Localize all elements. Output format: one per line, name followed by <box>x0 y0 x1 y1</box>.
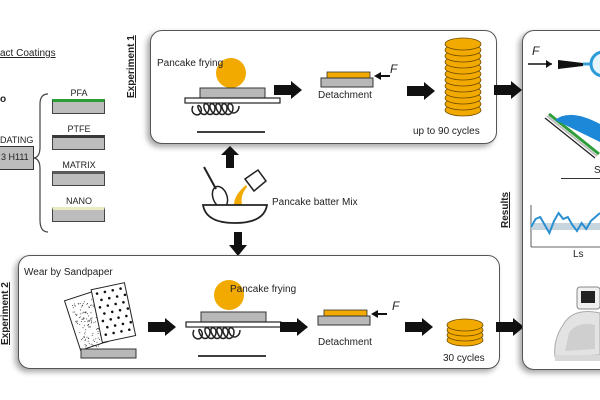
arrow-down-icon <box>229 232 247 256</box>
coating-label: MATRIX <box>62 160 96 170</box>
coating-sample <box>52 171 105 186</box>
exp1-force-label: F <box>390 62 398 76</box>
exp2-force-label: F <box>392 299 400 313</box>
tribometer-device-icon <box>554 286 600 361</box>
coating-sample <box>52 99 105 114</box>
arrow-right-icon <box>405 318 433 336</box>
detachment-icon <box>317 309 387 326</box>
coating-label: PFA <box>70 88 88 98</box>
coating-sample <box>52 207 105 222</box>
roughness-profile-chart <box>530 205 600 248</box>
arrow-up-icon <box>221 146 239 168</box>
mix-label: Pancake batter Mix <box>272 197 358 208</box>
detachment-icon <box>320 71 390 88</box>
exp2-step2-label: Detachment <box>318 337 372 348</box>
substrate-code: 3 H111 <box>1 152 29 162</box>
coatings-brace <box>33 93 49 233</box>
arrow-right-icon <box>496 318 524 336</box>
sandpaper-icon <box>63 282 137 359</box>
arrow-right-icon <box>148 318 176 336</box>
hotplate-icon <box>184 87 281 133</box>
coating-label: NANO <box>65 196 92 206</box>
arrow-right-icon <box>407 82 435 100</box>
coating-sample <box>52 135 105 150</box>
exp2-result-label: 30 cycles <box>443 353 485 364</box>
friction-probe-icon <box>528 50 600 78</box>
roughness-label: Ls <box>573 249 584 260</box>
substrate-box: DATING 3 H111 <box>0 135 34 170</box>
experiment1-label: Experiment 1 <box>126 35 137 98</box>
pancake-icon <box>214 280 244 310</box>
exp1-result-label: up to 90 cycles <box>413 126 480 137</box>
coating-label: PTFE <box>67 124 91 134</box>
results-label: Results <box>500 191 511 228</box>
mixing-bowl-icon <box>201 166 269 224</box>
hotplate-icon <box>185 311 282 357</box>
pancake-stack-icon <box>446 318 484 347</box>
pancake-icon <box>216 58 246 88</box>
results-divider <box>561 178 600 179</box>
arrow-right-icon <box>494 81 522 99</box>
coatings-title: act Coatings <box>0 48 56 59</box>
contact-angle-label: S <box>594 165 600 176</box>
exp1-step1-label: Pancake frying <box>157 58 224 69</box>
exp2-step0-label: Wear by Sandpaper <box>24 267 113 278</box>
experiment2-label: Experiment 2 <box>0 282 11 345</box>
results-force-label: F <box>532 44 540 58</box>
pancake-stack-icon <box>444 37 482 117</box>
pancake <box>446 318 484 332</box>
substrate-label: DATING <box>0 135 34 145</box>
pancake <box>444 37 482 51</box>
exp1-step2-label: Detachment <box>318 90 372 101</box>
coatings-partial-glyph: o <box>0 94 7 105</box>
arrow-right-icon <box>280 318 308 336</box>
arrow-right-icon <box>274 81 302 99</box>
contact-angle-icon <box>544 112 600 159</box>
exp2-step1-label: Pancake frying <box>230 284 297 295</box>
